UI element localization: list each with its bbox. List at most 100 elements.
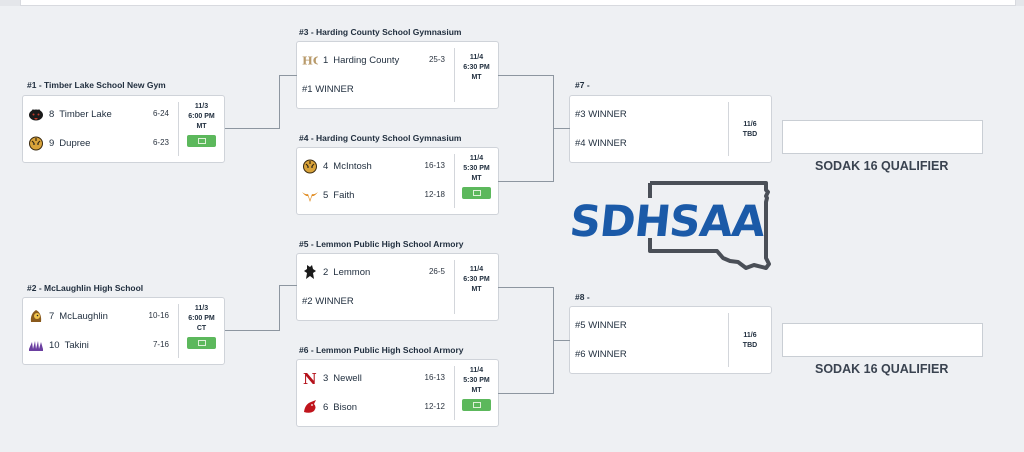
team-name: Faith xyxy=(333,189,355,201)
game-g2-title: #2 - McLaughlin High School xyxy=(27,283,144,293)
game-date: 11/4 xyxy=(469,367,484,374)
game-date: 11/6 xyxy=(743,332,757,339)
team-record: 16-13 xyxy=(424,373,445,382)
team-record: 25-3 xyxy=(428,55,445,64)
card-divider xyxy=(178,304,179,358)
team-name: #3 WINNER xyxy=(575,108,627,120)
tv-icon xyxy=(472,190,481,196)
cardinal-logo-icon xyxy=(302,399,318,415)
team-row-g7-1[interactable]: #3 WINNER xyxy=(575,103,627,125)
game-time: 6:30 PM xyxy=(463,276,490,283)
team-row-g8-1[interactable]: #5 WINNER xyxy=(575,314,627,336)
team-name: McLaughlin xyxy=(59,310,108,322)
team-seed: 4 xyxy=(323,160,329,172)
card-divider xyxy=(178,102,179,156)
team-name: Lemmon xyxy=(333,266,371,278)
card-divider xyxy=(454,366,455,420)
game-g5-title: #5 - Lemmon Public High School Armory xyxy=(299,239,464,249)
team-name: McIntosh xyxy=(333,160,372,172)
team-name: #6 WINNER xyxy=(575,348,627,360)
team-name: #4 WINNER xyxy=(575,137,627,149)
team-name: #5 WINNER xyxy=(575,319,627,331)
team-row-g8-2[interactable]: #6 WINNER xyxy=(575,343,627,365)
game-date: 11/3 xyxy=(194,103,209,110)
game-g1-title: #1 - Timber Lake School New Gym xyxy=(27,80,166,90)
team-record: 12-12 xyxy=(424,402,445,411)
game-timezone: MT xyxy=(196,123,207,130)
team-row-g4-1[interactable]: 4 McIntosh xyxy=(302,155,372,177)
watch-button[interactable] xyxy=(462,187,491,199)
watch-button[interactable] xyxy=(187,135,216,147)
svg-text:HC: HC xyxy=(302,53,318,67)
game-time: 5:30 PM xyxy=(463,377,490,384)
longhorn-logo-icon xyxy=(302,187,318,203)
card-divider xyxy=(454,48,455,102)
hc-logo-icon: HC xyxy=(302,52,318,68)
game-time: 6:00 PM xyxy=(188,315,215,322)
team-row-g2-1[interactable]: 7 McLaughlin xyxy=(28,305,108,327)
team-name: Bison xyxy=(333,401,358,413)
team-seed: 3 xyxy=(323,372,329,384)
qualifier-label-2: SODAK 16 QUALIFIER xyxy=(815,362,949,376)
game-date: 11/3 xyxy=(194,305,209,312)
team-name: Dupree xyxy=(59,137,91,149)
team-name: Takini xyxy=(64,339,89,351)
sdhsaa-logo-text: SDHSAA xyxy=(567,197,767,247)
team-row-g3-1[interactable]: HC1Harding County xyxy=(302,49,399,71)
top-panel xyxy=(20,0,1016,6)
team-name: Timber Lake xyxy=(59,108,112,120)
team-row-g3-2[interactable]: #1 WINNER xyxy=(302,78,354,100)
watch-button[interactable] xyxy=(187,337,216,349)
team-row-g1-1[interactable]: 8 Timber Lake xyxy=(28,103,112,125)
team-row-g7-2[interactable]: #4 WINNER xyxy=(575,132,627,154)
team-record: 10-16 xyxy=(148,311,169,320)
team-row-g6-2[interactable]: 6 Bison xyxy=(302,396,357,418)
game-timezone: MT xyxy=(471,175,482,182)
team-seed: 8 xyxy=(49,108,55,120)
team-seed: 6 xyxy=(323,401,329,413)
card-divider xyxy=(728,313,729,367)
game-g8-title: #8 - xyxy=(575,292,590,302)
team-name: #2 WINNER xyxy=(302,295,354,307)
team-seed: 2 xyxy=(323,266,329,278)
team-row-g5-2[interactable]: #2 WINNER xyxy=(302,290,354,312)
svg-text:N: N xyxy=(303,370,317,386)
tiger-logo-icon xyxy=(302,158,318,174)
game-card-g3[interactable]: HC1Harding County 25-3 #1 WINNER 11/46:30 P… xyxy=(296,41,499,109)
feather-logo-icon xyxy=(28,337,44,353)
game-date: 11/4 xyxy=(469,155,484,162)
game-time: TBD xyxy=(742,342,758,349)
game-time: TBD xyxy=(742,131,758,138)
watch-button[interactable] xyxy=(462,399,491,411)
mascot-logo-icon xyxy=(28,308,44,324)
tv-icon xyxy=(197,138,206,144)
team-seed: 7 xyxy=(49,310,55,322)
game-timezone: MT xyxy=(471,387,482,394)
game-time: 6:30 PM xyxy=(463,64,490,71)
game-g3-title: #3 - Harding County School Gymnasium xyxy=(299,27,462,37)
team-row-g5-1[interactable]: 2 Lemmon xyxy=(302,261,370,283)
team-record: 6-23 xyxy=(152,138,169,147)
card-divider xyxy=(454,260,455,314)
game-date: 11/6 xyxy=(743,121,757,128)
tv-icon xyxy=(472,402,481,408)
card-divider xyxy=(454,154,455,208)
team-name: #1 WINNER xyxy=(302,83,354,95)
game-g6-title: #6 - Lemmon Public High School Armory xyxy=(299,345,464,355)
